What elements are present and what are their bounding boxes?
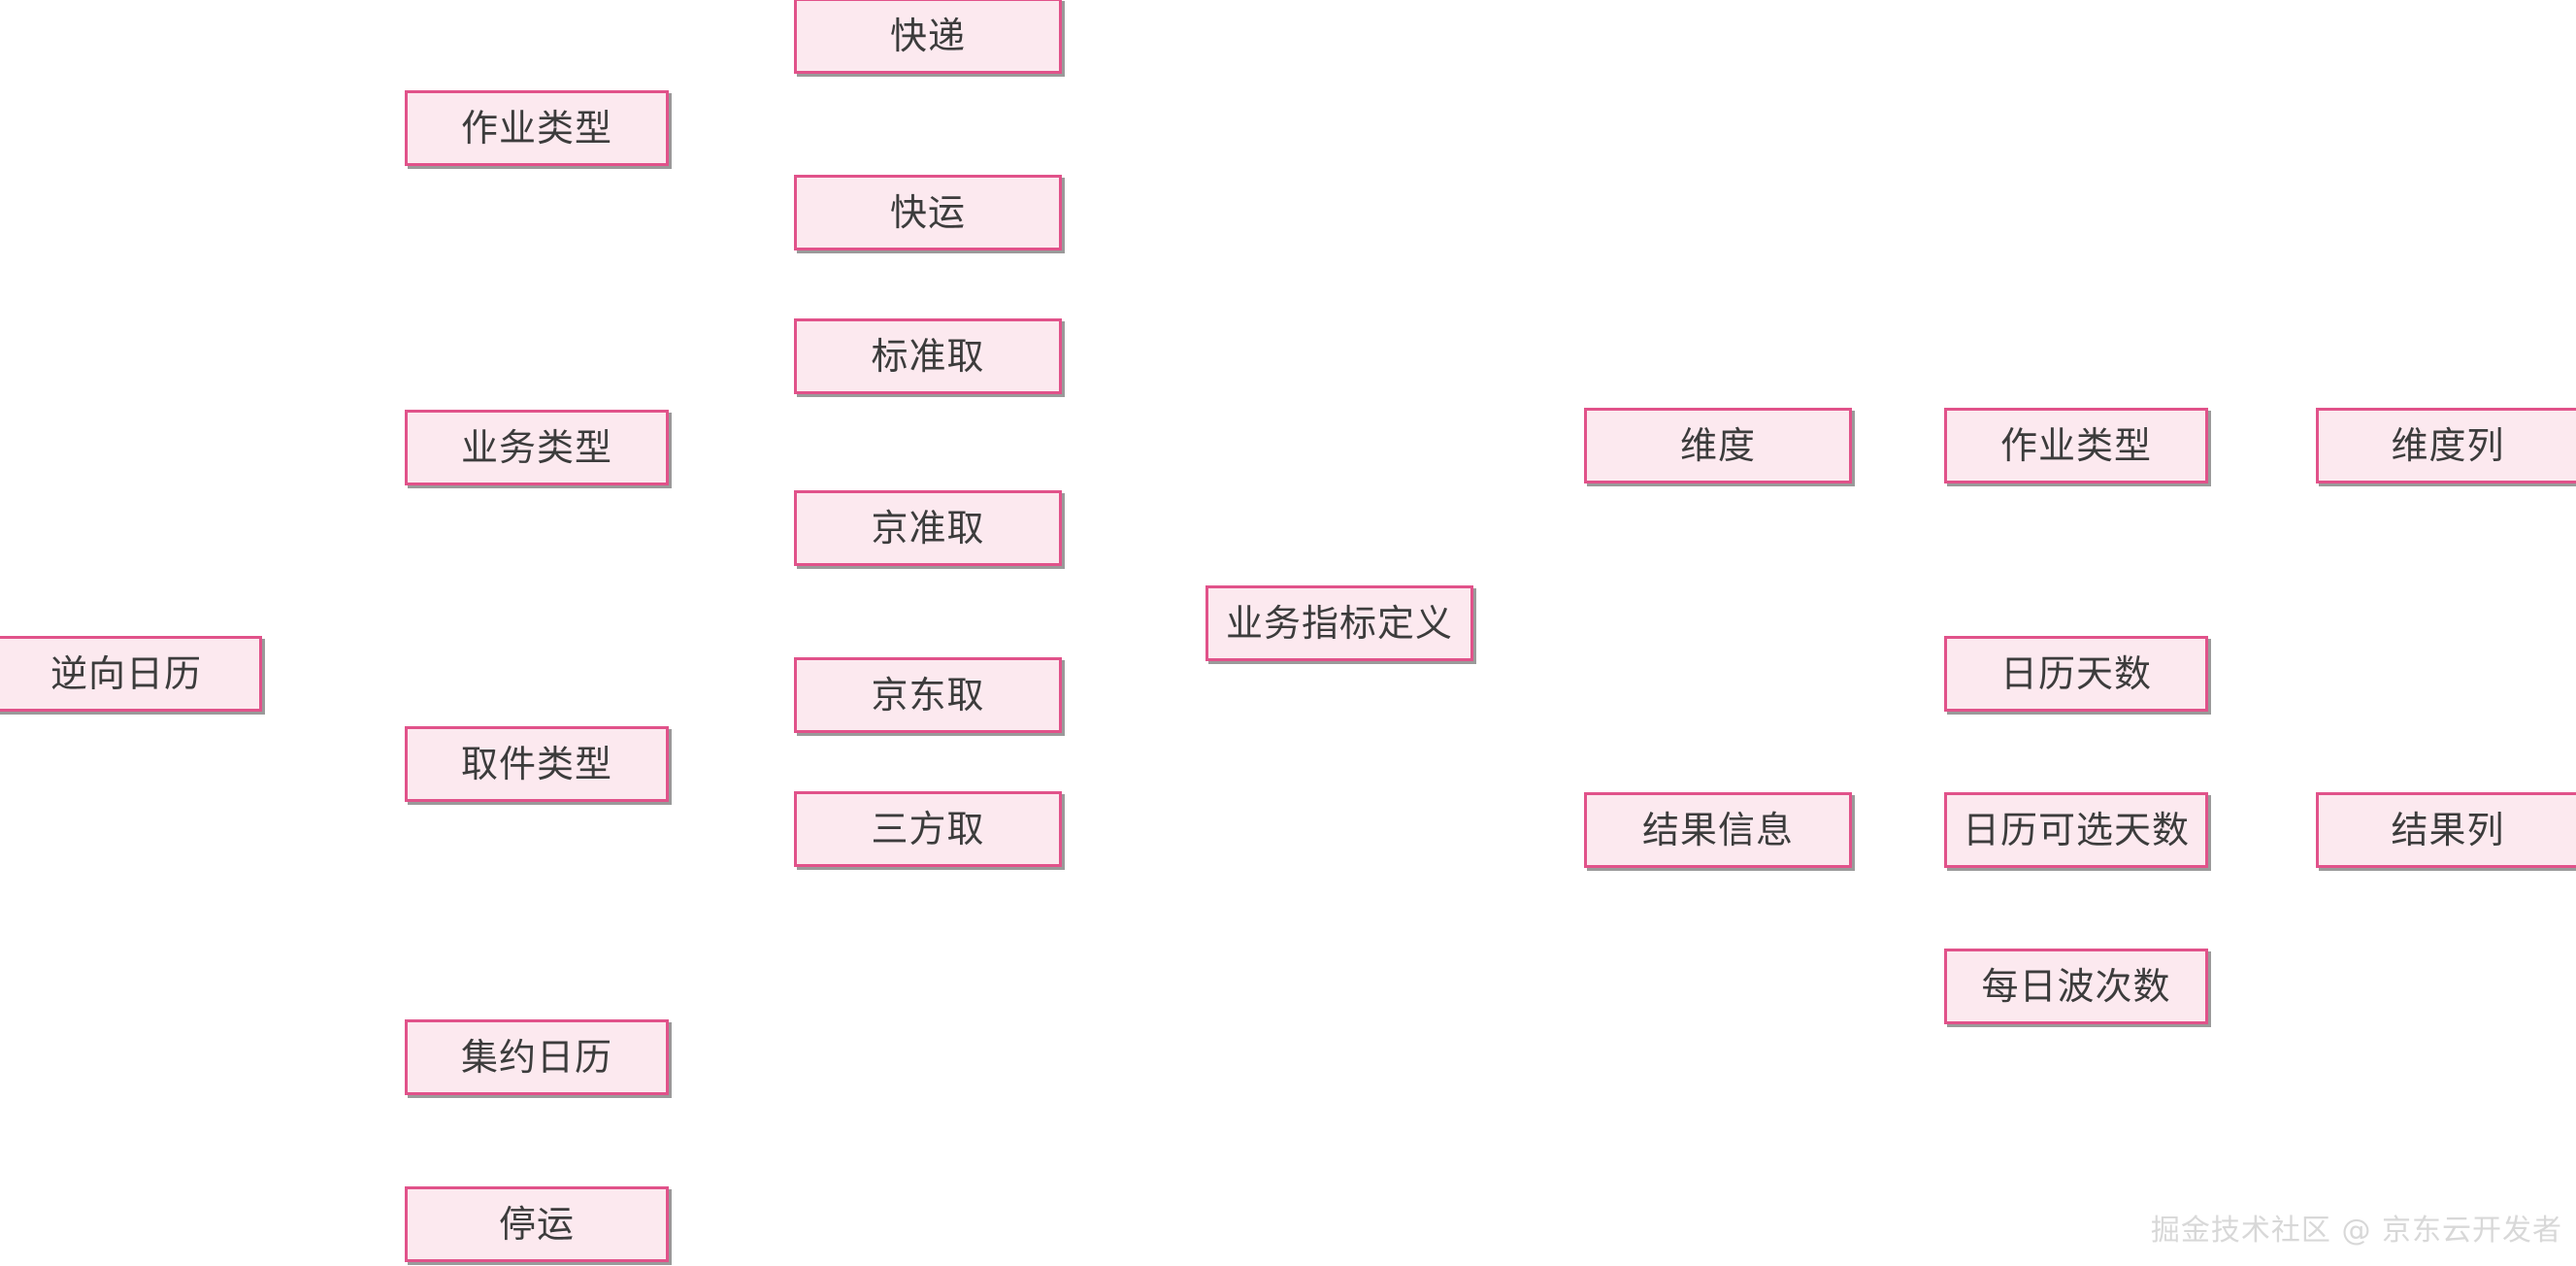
node-label: 作业类型: [1999, 424, 2152, 467]
node-label: 日历天数: [1999, 652, 2152, 695]
edge-n2-n8: [669, 355, 794, 449]
node-n6[interactable]: 快递: [794, 0, 1062, 74]
node-n1[interactable]: 作业类型: [405, 90, 669, 166]
node-n16[interactable]: 日历天数: [1944, 636, 2208, 712]
edge-n3-n10: [669, 694, 794, 765]
node-label: 业务指标定义: [1225, 602, 1453, 645]
node-label: 京准取: [871, 507, 985, 550]
node-n8[interactable]: 标准取: [794, 318, 1062, 394]
edge-n0-n5: [262, 673, 405, 1225]
node-label: 集约日历: [460, 1036, 612, 1079]
node-n5[interactable]: 停运: [405, 1186, 669, 1262]
node-label: 每日波次数: [1981, 965, 2171, 1008]
node-label: 结果列: [2391, 809, 2505, 851]
node-label: 停运: [498, 1203, 575, 1246]
edge-n14-n16: [1852, 673, 1944, 831]
node-label: 日历可选天数: [1962, 809, 2190, 851]
node-label: 三方取: [871, 808, 985, 850]
node-n10[interactable]: 京东取: [794, 657, 1062, 733]
node-n4[interactable]: 集约日历: [405, 1019, 669, 1095]
node-n2[interactable]: 业务类型: [405, 410, 669, 485]
node-label: 维度列: [2391, 424, 2505, 467]
node-label: 维度: [1679, 424, 1756, 467]
edge-n12-n14: [1473, 622, 1584, 831]
edge-n1-n6: [669, 35, 794, 129]
edge-n0-n1: [262, 127, 405, 675]
node-n18[interactable]: 每日波次数: [1944, 949, 2208, 1024]
node-n20[interactable]: 结果列: [2316, 792, 2576, 868]
node-n15[interactable]: 作业类型: [1944, 408, 2208, 483]
node-label: 取件类型: [460, 743, 612, 785]
edge-n2-n9: [669, 447, 794, 529]
node-n11[interactable]: 三方取: [794, 791, 1062, 867]
node-n13[interactable]: 维度: [1584, 408, 1852, 483]
node-n7[interactable]: 快运: [794, 175, 1062, 250]
node-n3[interactable]: 取件类型: [405, 726, 669, 802]
node-n9[interactable]: 京准取: [794, 490, 1062, 566]
node-label: 作业类型: [460, 107, 612, 150]
node-n14[interactable]: 结果信息: [1584, 792, 1852, 868]
edge-n3-n11: [669, 763, 794, 830]
edge-n0-n2: [262, 447, 405, 675]
node-n17[interactable]: 日历可选天数: [1944, 792, 2208, 868]
node-n0[interactable]: 逆向日历: [0, 636, 262, 712]
node-label: 快运: [889, 191, 966, 234]
edge-n0-n3: [262, 673, 405, 765]
node-n19[interactable]: 维度列: [2316, 408, 2576, 483]
node-label: 业务类型: [460, 426, 612, 469]
watermark: 掘金技术社区 @ 京东云开发者: [2150, 1214, 2562, 1248]
edge-n12-n13: [1473, 445, 1584, 624]
edge-n14-n18: [1852, 829, 1944, 987]
node-label: 标准取: [871, 335, 985, 378]
edge-n1-n7: [669, 127, 794, 214]
edge-n0-n4: [262, 673, 405, 1058]
node-label: 结果信息: [1641, 809, 1794, 851]
node-label: 逆向日历: [50, 652, 202, 695]
node-label: 京东取: [871, 674, 985, 716]
node-label: 快递: [889, 15, 966, 57]
node-n12[interactable]: 业务指标定义: [1205, 585, 1473, 661]
